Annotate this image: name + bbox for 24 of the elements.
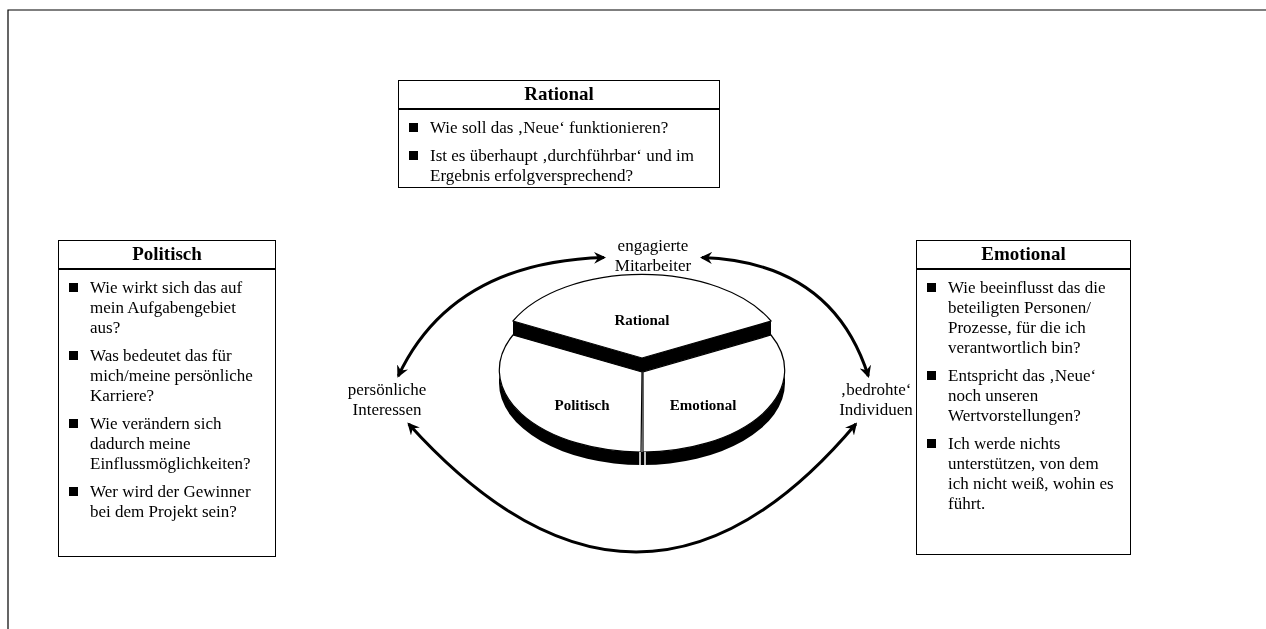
bullet-text: Ist es überhaupt ‚durchführbar‘ und im Ergebnis erfolgversprechend?: [430, 146, 695, 186]
bullet-text: Wer wird der Gewinner bei dem Projekt sein?: [90, 482, 252, 522]
box-heading: Emotional: [917, 241, 1130, 270]
box-heading: Rational: [399, 81, 719, 110]
stakeholder-label: persönliche Interessen: [346, 380, 428, 420]
pie-segment-label: Rational: [614, 311, 670, 329]
box-heading: Politisch: [59, 241, 275, 270]
curved-double-arrow: [700, 252, 871, 378]
pie-segment-label: Emotional: [669, 396, 737, 414]
question-box: [58, 240, 276, 557]
bullet-text: Was bedeutet das für mich/meine persönliche Karriere?: [90, 346, 254, 406]
curved-double-arrow: [396, 252, 606, 378]
curved-double-arrow: [407, 422, 858, 554]
pie-segment-label: Politisch: [554, 396, 610, 414]
stakeholder-label: ‚bedrohte‘ Individuen: [838, 380, 914, 420]
bullet-text: Ich werde nichts unterstützen, von dem ich nicht weiß, wohin es führt.: [948, 434, 1115, 514]
bullet-text: Wie verändern sich dadurch meine Einflussmöglichkeiten?: [90, 414, 252, 474]
stakeholder-label: engagierte Mitarbeiter: [613, 236, 693, 276]
bullet-text: Entspricht das ‚Neue‘ noch unseren Wertvorstellungen?: [948, 366, 1098, 426]
bullet-text: Wie wirkt sich das auf mein Aufgabengebiet aus?: [90, 278, 244, 338]
question-box: [916, 240, 1131, 555]
bullet-text: Wie beeinflusst das die beteiligten Personen/ Prozesse, für die ich verantwortlich bin?: [948, 278, 1107, 358]
bullet-text: Wie soll das ‚Neue‘ funktionieren?: [430, 118, 669, 138]
question-box: [398, 80, 720, 188]
